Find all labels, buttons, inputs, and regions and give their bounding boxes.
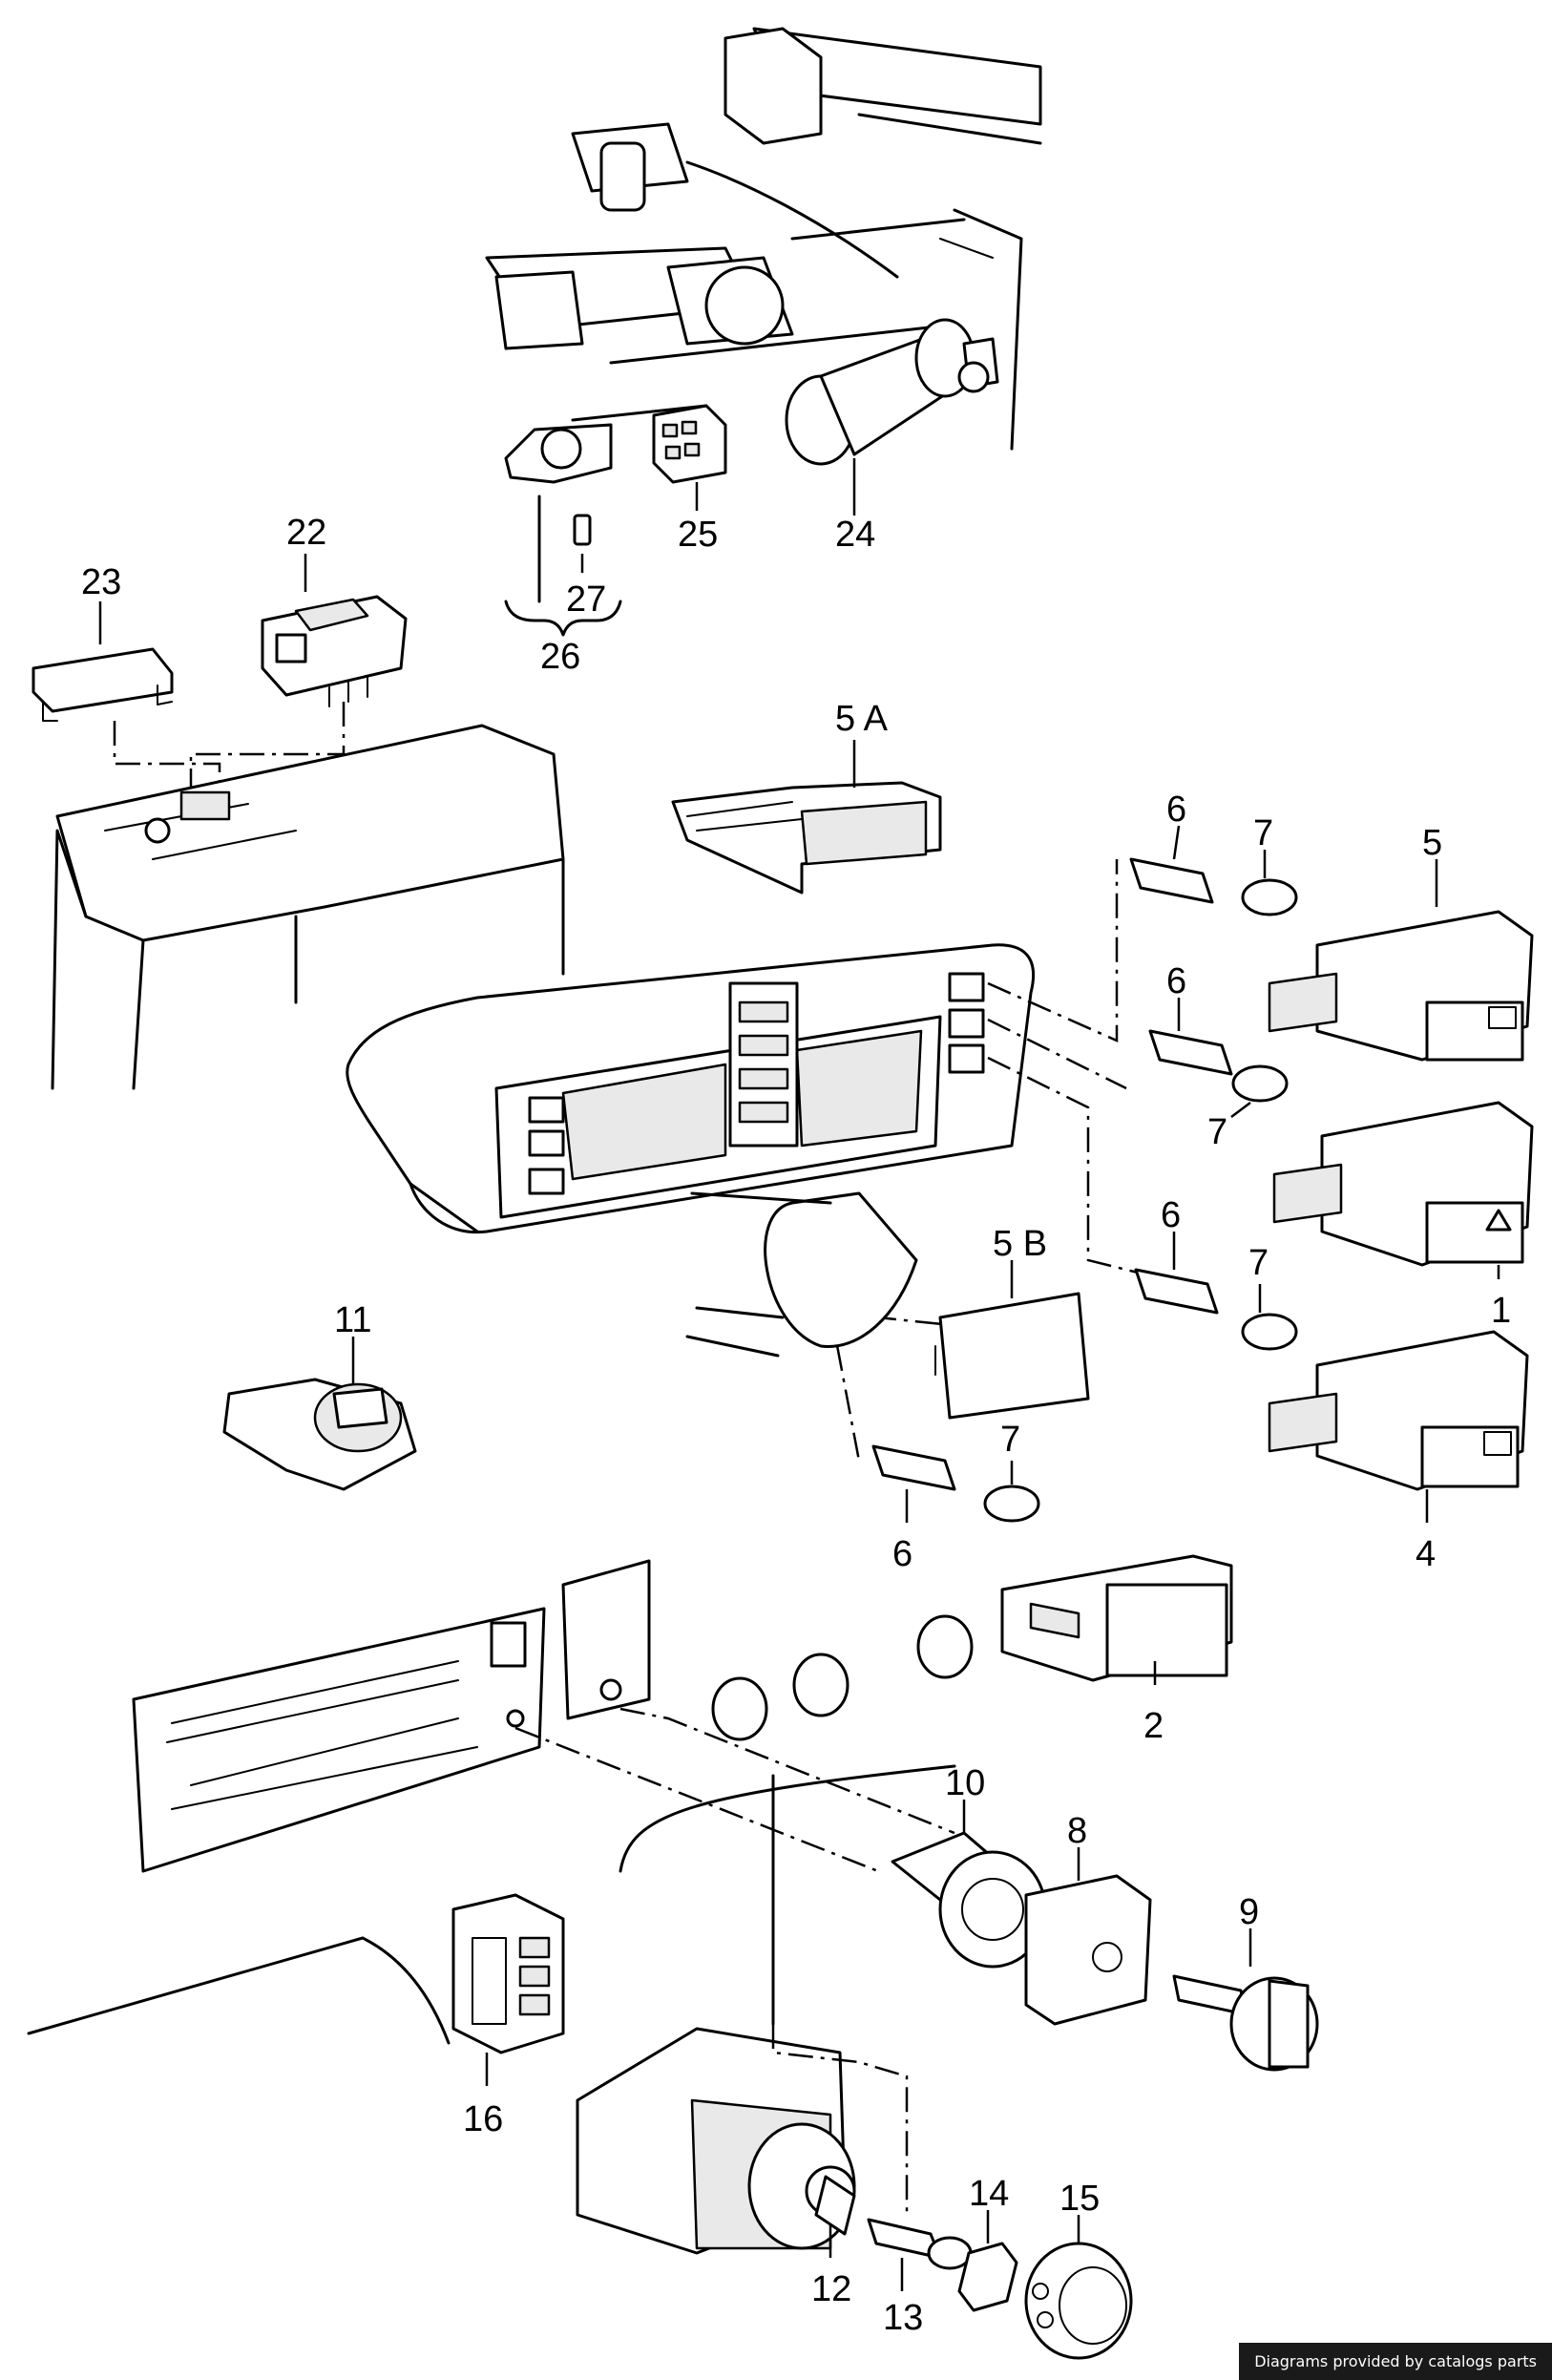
callout-12: 12 — [811, 2269, 851, 2309]
callout-26: 26 — [540, 637, 580, 677]
part-7-bulb-b — [1231, 1064, 1289, 1103]
callout-4: 4 — [1416, 1534, 1436, 1574]
part-11-window-switch — [222, 1378, 417, 1491]
callout-9: 9 — [1239, 1892, 1259, 1932]
console-outline — [27, 1764, 956, 2045]
callout-1: 1 — [1491, 1291, 1511, 1331]
callout-6c: 6 — [1161, 1195, 1181, 1235]
part-8-switch-body — [1024, 1874, 1152, 2026]
callout-7d: 7 — [1000, 1420, 1020, 1460]
part-12-bulb-holder — [814, 2175, 856, 2236]
part-6-bulb-holder-a — [1129, 857, 1214, 904]
part-4-fog-switch — [1268, 1330, 1529, 1491]
callout-10: 10 — [945, 1763, 985, 1803]
callout-8: 8 — [1067, 1811, 1087, 1851]
instrument-cluster-surround — [346, 943, 1036, 1234]
part-16-connector — [451, 1893, 565, 2054]
part-14-bulb-cap — [957, 2242, 1018, 2312]
callout-7b: 7 — [1207, 1112, 1227, 1152]
callout-5b: 5 B — [993, 1224, 1047, 1264]
part-10-rotary-switch — [891, 1831, 1047, 1969]
part-23-blank-cover — [31, 647, 174, 722]
callout-24: 24 — [835, 515, 875, 555]
part-5a-bracket — [671, 781, 942, 895]
callout-5: 5 — [1422, 823, 1442, 863]
callout-6d: 6 — [892, 1534, 912, 1574]
column-shroud — [685, 1191, 918, 1358]
part-6-bulb-holder-b — [1148, 1029, 1233, 1076]
callout-5a: 5 A — [835, 699, 889, 739]
round-blank-2 — [792, 1653, 849, 1717]
callout-25: 25 — [678, 515, 718, 555]
part-6-bulb-holder-d — [871, 1444, 956, 1491]
part-25-connector — [652, 404, 727, 484]
callout-2: 2 — [1143, 1706, 1164, 1746]
callout-7c: 7 — [1248, 1243, 1269, 1283]
callout-27: 27 — [566, 579, 606, 620]
callout-13: 13 — [883, 2298, 923, 2338]
callout-7a: 7 — [1253, 813, 1273, 853]
credit-footer: Diagrams provided by catalogs parts — [1239, 2343, 1552, 2380]
callout-22: 22 — [286, 513, 326, 553]
round-blank-3 — [711, 1676, 768, 1741]
heater-control-panel — [132, 1559, 651, 1873]
part-2-seat-switch — [1000, 1554, 1233, 1682]
part-9-knob — [1172, 1974, 1319, 2072]
part-24-motor — [785, 318, 999, 466]
part-26-switch-holder — [504, 423, 613, 546]
callout-14: 14 — [969, 2174, 1009, 2214]
callout-11: 11 — [334, 1300, 371, 1340]
part-7-bulb-c — [1241, 1313, 1298, 1351]
callout-6a: 6 — [1166, 790, 1186, 830]
steering-column-assembly — [485, 27, 1042, 451]
part-15-rotary-knob — [1024, 2242, 1133, 2360]
callout-15: 15 — [1059, 2179, 1100, 2219]
callout-16: 16 — [463, 2099, 503, 2139]
part-7-bulb-d — [983, 1485, 1040, 1523]
lower-switch-housing — [576, 2027, 856, 2255]
part-5b-cover — [934, 1292, 1090, 1420]
part-1-hazard-switch — [1272, 1101, 1534, 1267]
callout-23: 23 — [81, 562, 121, 602]
round-blank-1 — [916, 1614, 974, 1679]
part-7-bulb-a — [1241, 878, 1298, 916]
part-22-rocker-switch — [261, 595, 408, 707]
dashboard-left-housing — [51, 724, 565, 1090]
part-6-bulb-holder-c — [1134, 1268, 1219, 1315]
callout-6b: 6 — [1166, 961, 1186, 1001]
part-13-bulb — [867, 2218, 973, 2270]
part-5-switch — [1268, 910, 1534, 1062]
